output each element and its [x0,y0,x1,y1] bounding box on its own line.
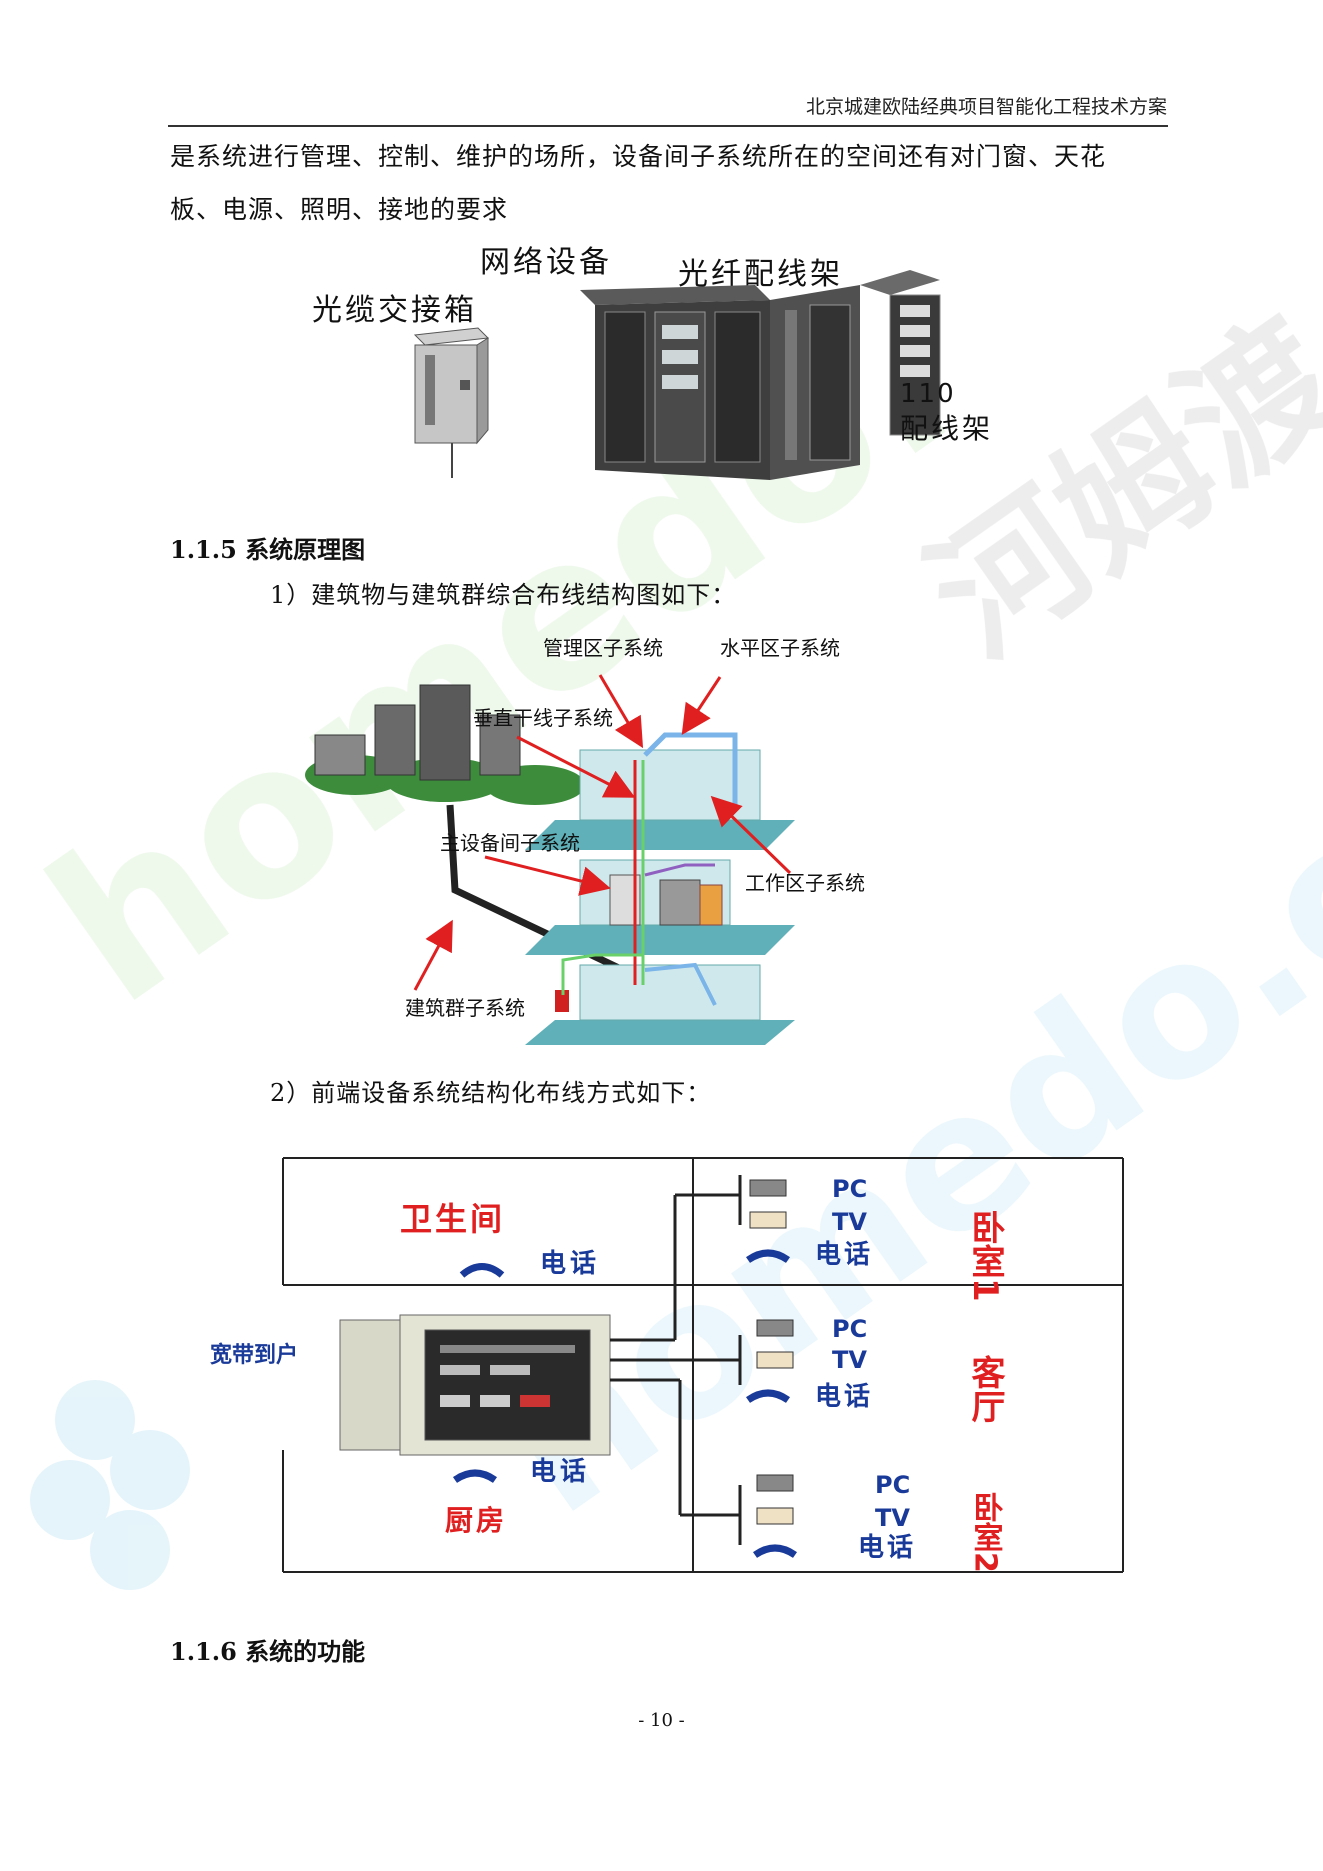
label-vertical-subsystem: 垂直干线子系统 [473,706,613,730]
label-bedroom1-pc: PC [832,1175,867,1203]
label-kitchen-phone: 电话 [530,1457,590,1487]
label-work-area-subsystem: 工作区子系统 [745,871,865,895]
pc-outlet-icon [749,1179,787,1197]
network-racks-icon [580,270,941,480]
campus-buildings-icon [305,684,585,805]
label-network-equipment: 网络设备 [480,245,612,280]
label-bedroom2-phone: 电话 [858,1533,916,1563]
pc-outlet-icon [756,1319,794,1337]
label-living-tv: TV [832,1346,867,1374]
tv-outlet-icon [749,1211,787,1229]
intro-line-1: 是系统进行管理、控制、维护的场所，设备间子系统所在的空间还有对门窗、天花 [170,142,1107,171]
phone-icon [459,1263,505,1278]
label-living-phone: 电话 [815,1382,873,1412]
section-item-1: 1）建筑物与建筑群综合布线结构图如下： [270,581,737,609]
cable-box-icon [413,327,490,478]
phone-icon [452,1469,498,1483]
label-110-number: 110 [900,379,956,409]
section-1-1-5-heading: 1.1.5 系统原理图 [170,535,366,564]
home-cabling-figure: 卫生间 电话 宽带到户 电话 厨房 PC TV 电话 卧室1 PC TV 电话 … [210,1157,1124,1573]
label-equipment-room-subsystem: 主设备间子系统 [440,831,580,855]
label-kitchen: 厨房 [445,1504,507,1537]
intro-line-2: 板、电源、照明、接地的要求 [170,195,509,224]
label-bathroom: 卫生间 [400,1200,505,1238]
page-header-title: 北京城建欧陆经典项目智能化工程技术方案 [805,96,1167,118]
phone-icon [745,1389,791,1403]
phone-icon [745,1249,791,1263]
building-cabling-figure: 管理区子系统 水平区子系统 垂直干线子系统 主设备间子系统 工作区子系统 建筑群… [305,636,865,1045]
label-bedroom2-pc: PC [875,1471,910,1499]
label-fiber-rack: 光纤配线架 [678,257,843,292]
label-bedroom1-tv: TV [832,1208,867,1236]
label-bedroom2: 卧室2 [968,1492,1003,1573]
tv-outlet-icon [756,1507,794,1525]
label-broadband: 宽带到户 [210,1342,298,1368]
pc-outlet-icon [756,1474,794,1492]
label-living-room: 客厅 [965,1354,1005,1423]
label-bathroom-phone: 电话 [540,1249,600,1279]
label-bedroom2-tv: TV [875,1504,910,1532]
label-cable-box: 光缆交接箱 [312,293,477,328]
label-management-subsystem: 管理区子系统 [543,636,663,660]
tv-outlet-icon [756,1351,794,1369]
header-divider [168,125,1168,127]
label-bedroom1: 卧室1 [965,1210,1005,1302]
section-item-2: 2）前端设备系统结构化布线方式如下： [270,1079,712,1107]
label-110-rack: 配线架 [900,412,993,445]
equipment-figure: 网络设备 光纤配线架 光缆交接箱 110 配线架 [312,245,993,480]
section-1-1-6-heading: 1.1.6 系统的功能 [170,1637,366,1666]
label-bedroom1-phone: 电话 [815,1240,873,1270]
label-living-pc: PC [832,1315,867,1343]
floor-bottom [525,964,795,1045]
phone-icon [752,1544,798,1558]
distribution-panel-icon [339,1314,611,1456]
label-campus-subsystem: 建筑群子系统 [405,996,525,1020]
label-horizontal-subsystem: 水平区子系统 [720,636,840,660]
page-number: - 10 - [638,1710,685,1731]
